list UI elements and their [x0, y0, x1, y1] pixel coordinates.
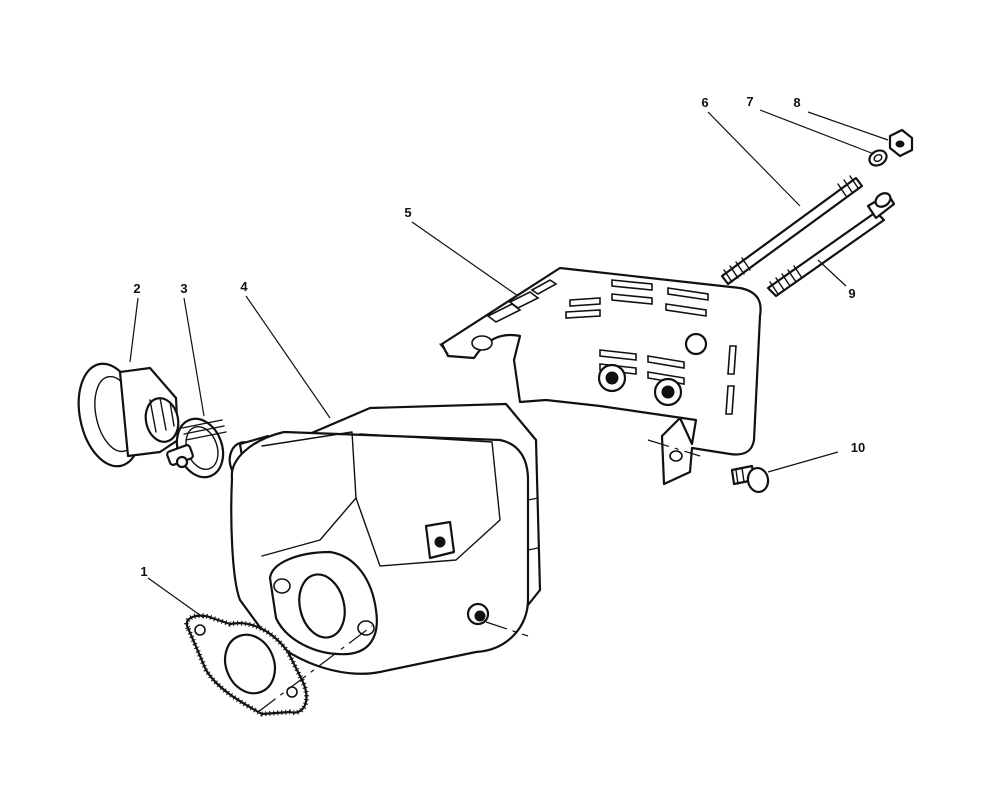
callout-1: 1: [140, 564, 147, 579]
hex-nut: [888, 128, 914, 158]
muffler-body: [228, 402, 542, 675]
long-bolt: [766, 192, 896, 298]
callout-10: 10: [851, 440, 865, 455]
callout-8: 8: [793, 95, 800, 110]
callout-3: 3: [180, 281, 187, 296]
screw: [730, 464, 770, 494]
callout-9: 9: [848, 286, 855, 301]
callout-4: 4: [240, 279, 248, 294]
long-stud: [720, 175, 864, 286]
deflector-cap: [77, 362, 180, 468]
callout-6: 6: [701, 95, 708, 110]
lock-washer: [868, 149, 888, 167]
callout-5: 5: [404, 205, 411, 220]
callout-2: 2: [133, 281, 140, 296]
leader-lines: [129, 109, 889, 619]
gasket: [184, 613, 309, 717]
callouts: 1 2 3 4 5 6 7 8 9 10: [133, 94, 865, 579]
heat-shield: [439, 266, 762, 486]
assembly-centerlines: [257, 439, 701, 713]
hose-clamp: [166, 417, 227, 479]
callout-7: 7: [746, 94, 753, 109]
